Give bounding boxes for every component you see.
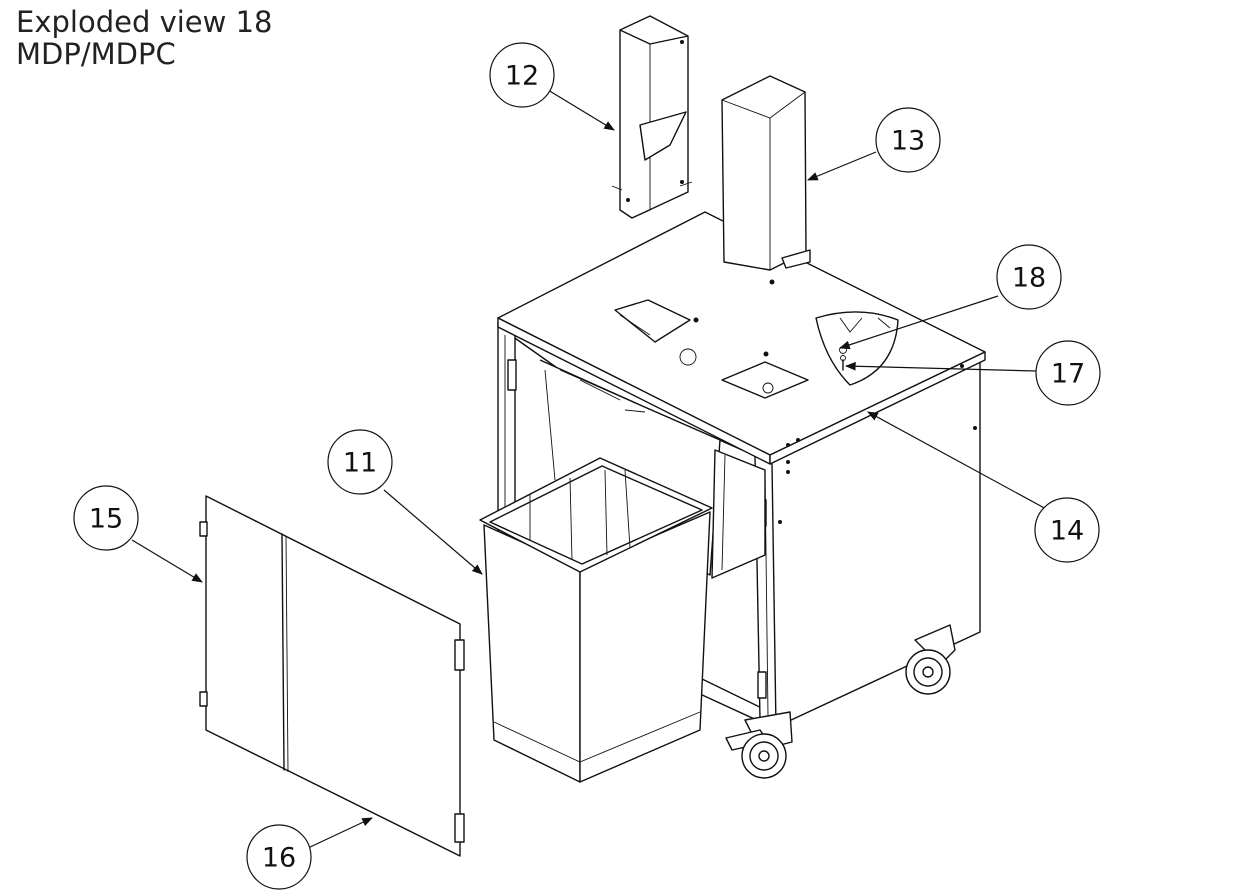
callout-14-label: 14 (1050, 516, 1084, 547)
callout-18-label: 18 (1012, 263, 1046, 294)
callout-18: 18 (996, 244, 1062, 310)
cabinet-part-14 (497, 211, 986, 729)
leader-12 (547, 89, 615, 131)
door-panel-part-15-16 (199, 495, 465, 857)
waste-bin-part-11 (479, 457, 713, 783)
title-line-1: Exploded view 18 (16, 5, 272, 39)
chute-part-13 (721, 75, 811, 271)
leader-11 (383, 489, 483, 575)
callout-12-label: 12 (505, 61, 539, 92)
callout-13-label: 13 (891, 126, 925, 157)
callout-17: 17 (1035, 340, 1101, 406)
callout-15-label: 15 (89, 504, 123, 535)
callout-13: 13 (875, 107, 941, 173)
leader-lines (131, 89, 1049, 849)
leader-15 (131, 539, 203, 583)
leader-14 (867, 411, 1049, 511)
leader-18 (838, 295, 999, 350)
callout-12: 12 (489, 42, 555, 108)
callout-16: 16 (246, 824, 312, 890)
caster-front-brake (725, 711, 793, 779)
callout-16-label: 16 (262, 843, 296, 874)
callout-14: 14 (1034, 497, 1100, 563)
leader-17 (844, 361, 1037, 372)
callout-15: 15 (73, 485, 139, 551)
caster-rear-right (905, 624, 956, 695)
leader-16 (307, 817, 373, 849)
title-line-2: MDP/MDPC (16, 37, 176, 71)
callout-17-label: 17 (1051, 359, 1085, 390)
chute-part-12 (611, 15, 693, 219)
leader-13 (807, 151, 877, 181)
callout-11-label: 11 (343, 448, 377, 479)
callout-11: 11 (327, 429, 393, 495)
